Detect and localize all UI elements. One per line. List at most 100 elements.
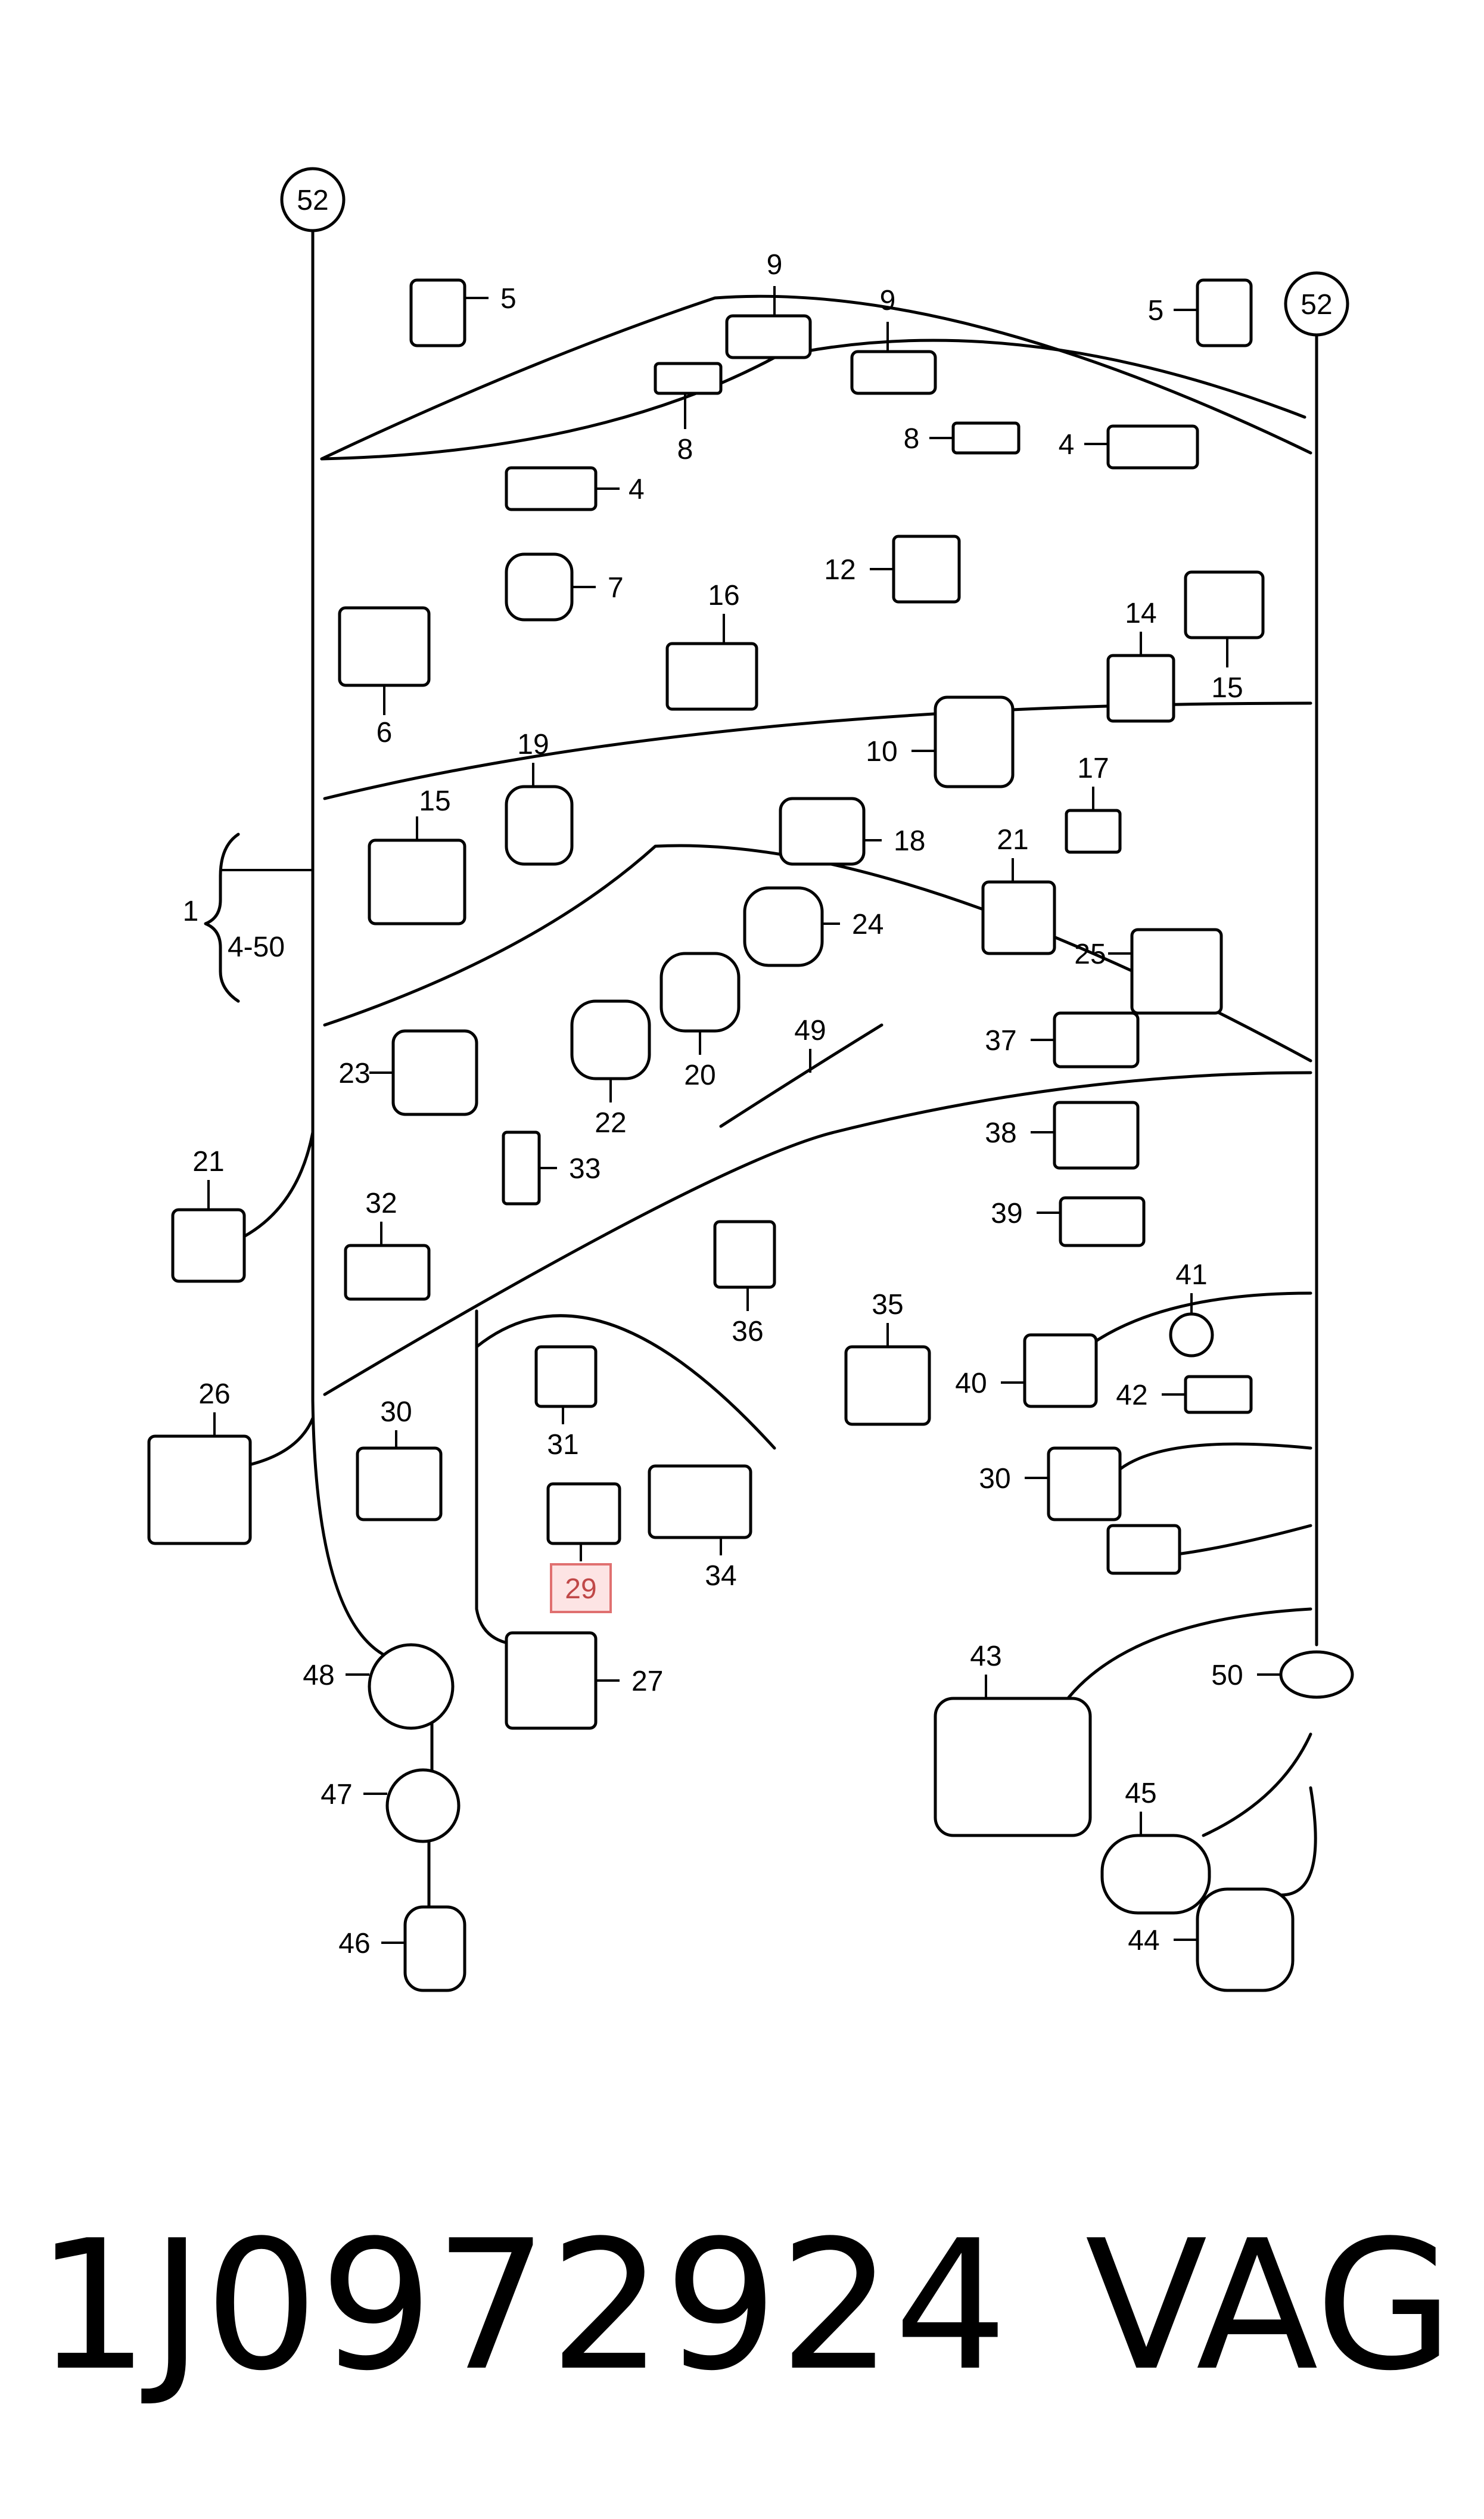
callout-25: 25 <box>1074 939 1106 970</box>
callout-39: 39 <box>991 1198 1022 1229</box>
connector-31 <box>534 1345 598 1408</box>
upper-harness <box>320 294 1312 461</box>
connector-38 <box>1053 1101 1140 1170</box>
callout-15-right: 15 <box>1211 672 1243 704</box>
callouts: 1 4-50 4 4 5 5 6 7 8 8 9 9 10 12 14 15 1… <box>183 249 1281 1959</box>
callout-37: 37 <box>985 1025 1016 1057</box>
svg-text:52: 52 <box>297 185 328 216</box>
connector-18 <box>779 797 866 866</box>
connector-34 <box>648 1464 752 1539</box>
callout-45: 45 <box>1125 1778 1156 1809</box>
connector-45 <box>1100 1834 1211 1915</box>
callout-50: 50 <box>1211 1660 1243 1691</box>
callout-14: 14 <box>1125 598 1156 629</box>
lower-harness-2 <box>475 1314 776 1450</box>
callout-22: 22 <box>595 1107 626 1139</box>
callout-4-left: 4 <box>629 474 645 505</box>
brand-name: VAG <box>1085 2202 1454 2410</box>
connector-30-left <box>356 1446 443 1521</box>
callout-18: 18 <box>894 825 925 857</box>
connector-5-right <box>1196 278 1253 347</box>
sensor-41 <box>1169 1312 1214 1358</box>
connector-21-right <box>981 880 1056 955</box>
callout-46: 46 <box>338 1928 370 1959</box>
lower-harness <box>323 1071 1312 1396</box>
connector-37 <box>1053 1011 1140 1069</box>
grommet-50 <box>1279 1650 1354 1699</box>
callout-23: 23 <box>338 1058 370 1089</box>
callout-4-right: 4 <box>1059 429 1075 461</box>
group-bracket <box>204 833 240 1003</box>
connector-39 <box>1059 1196 1146 1247</box>
callout-30-left: 30 <box>380 1396 412 1428</box>
callout-48: 48 <box>303 1660 334 1691</box>
connector-bodies <box>147 278 1354 1992</box>
connector-19 <box>505 785 574 866</box>
callout-42: 42 <box>1116 1380 1147 1411</box>
connector-35 <box>844 1345 931 1426</box>
callout-9-left: 9 <box>767 249 783 281</box>
callout-35: 35 <box>872 1289 903 1321</box>
callout-24: 24 <box>852 909 883 940</box>
callout-49: 49 <box>794 1015 826 1046</box>
callout-1: 1 <box>183 896 199 927</box>
connector-29-right <box>1106 1524 1181 1575</box>
right-branch-3 <box>1166 1524 1312 1557</box>
connector-44 <box>1196 1887 1295 1992</box>
callout-9-right: 9 <box>880 285 896 316</box>
connector-22 <box>570 999 651 1080</box>
connector-30-right <box>1047 1446 1122 1521</box>
connector-10 <box>934 695 1015 788</box>
callout-16: 16 <box>708 580 739 611</box>
callout-43: 43 <box>970 1641 1001 1672</box>
connector-23 <box>391 1029 478 1116</box>
callout-29: 29 <box>565 1573 596 1605</box>
hose-49 <box>719 1023 883 1128</box>
connector-20 <box>659 952 741 1033</box>
connector-4-right <box>1106 424 1199 470</box>
callout-5-right: 5 <box>1148 295 1164 327</box>
footer-caption: 1J0972924 VAG <box>36 2199 1454 2414</box>
connector-29 <box>546 1482 621 1545</box>
callout-34: 34 <box>705 1560 736 1592</box>
callout-33: 33 <box>569 1153 601 1185</box>
connector-16 <box>665 642 758 711</box>
callout-8-left: 8 <box>677 434 693 465</box>
reference-circle-52-left: 52 <box>280 167 346 232</box>
callout-6: 6 <box>377 717 393 748</box>
connector-14 <box>1106 654 1175 723</box>
connector-5-left <box>409 278 466 347</box>
connector-4-left <box>505 466 598 511</box>
callout-27: 27 <box>631 1666 663 1697</box>
connector-8-right <box>951 421 1021 455</box>
callout-5-left: 5 <box>500 283 517 315</box>
connector-25 <box>1130 928 1223 1015</box>
callout-7: 7 <box>608 572 624 604</box>
connector-24 <box>743 886 824 967</box>
callout-15-left: 15 <box>419 785 450 817</box>
grommet-48 <box>368 1643 455 1730</box>
connector-26 <box>147 1434 252 1545</box>
callout-40: 40 <box>955 1368 987 1399</box>
callout-8-right: 8 <box>904 423 920 455</box>
connector-15-right <box>1184 570 1265 639</box>
wiring-harness-diagram: 52 52 <box>147 167 1354 1992</box>
callout-44: 44 <box>1128 1925 1159 1956</box>
connector-32 <box>344 1244 431 1301</box>
callout-36: 36 <box>732 1316 763 1347</box>
callout-21-right: 21 <box>997 824 1028 856</box>
right-branch-2 <box>1100 1442 1312 1492</box>
callout-41: 41 <box>1175 1259 1207 1291</box>
branch-27 <box>475 1309 526 1647</box>
callout-32: 32 <box>365 1188 397 1219</box>
callout-20: 20 <box>684 1060 715 1091</box>
callout-10: 10 <box>866 736 897 768</box>
connector-17 <box>1065 809 1122 854</box>
connector-12 <box>892 535 961 604</box>
left-branch-26 <box>242 1417 315 1468</box>
reference-circle-52-right: 52 <box>1284 271 1349 337</box>
connector-27 <box>505 1631 598 1730</box>
connector-7 <box>505 552 574 622</box>
left-branch-21 <box>237 1130 315 1241</box>
